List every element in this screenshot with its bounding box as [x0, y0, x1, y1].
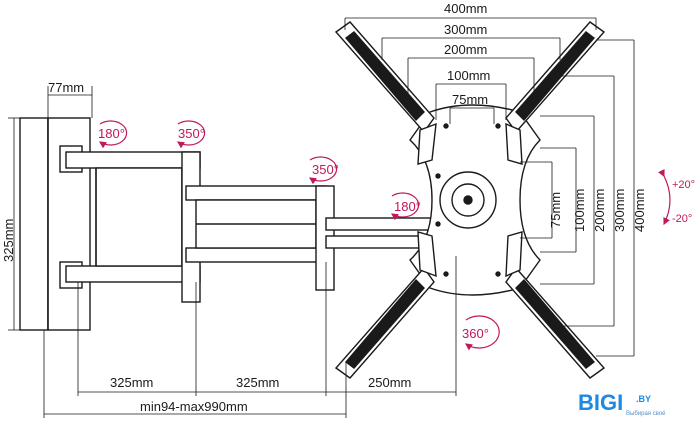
vesa-h-200: 200mm	[444, 42, 487, 57]
extension-range: min94-max990mm	[140, 399, 248, 414]
vesa-v-400: 400mm	[632, 189, 647, 232]
vesa-v-200: 200mm	[592, 189, 607, 232]
vesa-h-300: 300mm	[444, 22, 487, 37]
arm-length-dims	[43, 256, 457, 418]
brand-logo-svg: BIGI .BY Выбирая своё	[578, 390, 666, 417]
plate-depth-label: 77mm	[48, 80, 84, 95]
tilt-down-label: -20°	[672, 213, 692, 225]
vesa-h-75: 75mm	[452, 92, 488, 107]
rotation-plate: 360°	[462, 315, 500, 351]
vesa-rail-top-left	[334, 21, 437, 165]
vesa-v-100: 100mm	[572, 189, 587, 232]
svg-text:180°: 180°	[98, 126, 125, 141]
arm-2-length: 325mm	[236, 375, 279, 390]
brand-name: BIGI	[578, 390, 623, 415]
rotation-head-joint: 180°	[390, 192, 421, 221]
plate-height-dim	[8, 117, 20, 331]
rotation-wall-joint: 180°	[98, 120, 128, 149]
rotation-arm1-joint: 350°	[176, 120, 206, 149]
vesa-rail-bottom-right	[505, 231, 606, 379]
wall-plate	[19, 117, 91, 331]
arm-2	[185, 185, 335, 291]
tilt-arrow	[658, 169, 671, 226]
vesa-h-400: 400mm	[444, 1, 487, 16]
tilt-up-label: +20°	[672, 179, 695, 191]
svg-text:350°: 350°	[178, 126, 205, 141]
brand-tagline: Выбирая своё	[626, 411, 666, 417]
vesa-rail-top-right	[505, 21, 606, 165]
vesa-v-dims	[520, 39, 635, 357]
svg-text:350°: 350°	[312, 162, 339, 177]
svg-text:180°: 180°	[394, 199, 421, 214]
plate-depth-dim	[47, 86, 93, 118]
rotation-arm2-joint: 350°	[308, 156, 339, 185]
arm-1-length: 325mm	[110, 375, 153, 390]
brand-logo: BIGI .BY Выбирая своё	[578, 388, 690, 418]
vesa-rail-bottom-left	[334, 231, 437, 379]
vesa-h-100: 100mm	[447, 68, 490, 83]
arm-3-length: 250mm	[368, 375, 411, 390]
brand-suffix: .BY	[636, 394, 651, 404]
svg-text:360°: 360°	[462, 326, 489, 341]
vesa-v-75: 75mm	[548, 192, 563, 228]
plate-height-label: 325mm	[1, 219, 16, 262]
vesa-h-dims	[344, 17, 597, 124]
vesa-v-300: 300mm	[612, 189, 627, 232]
